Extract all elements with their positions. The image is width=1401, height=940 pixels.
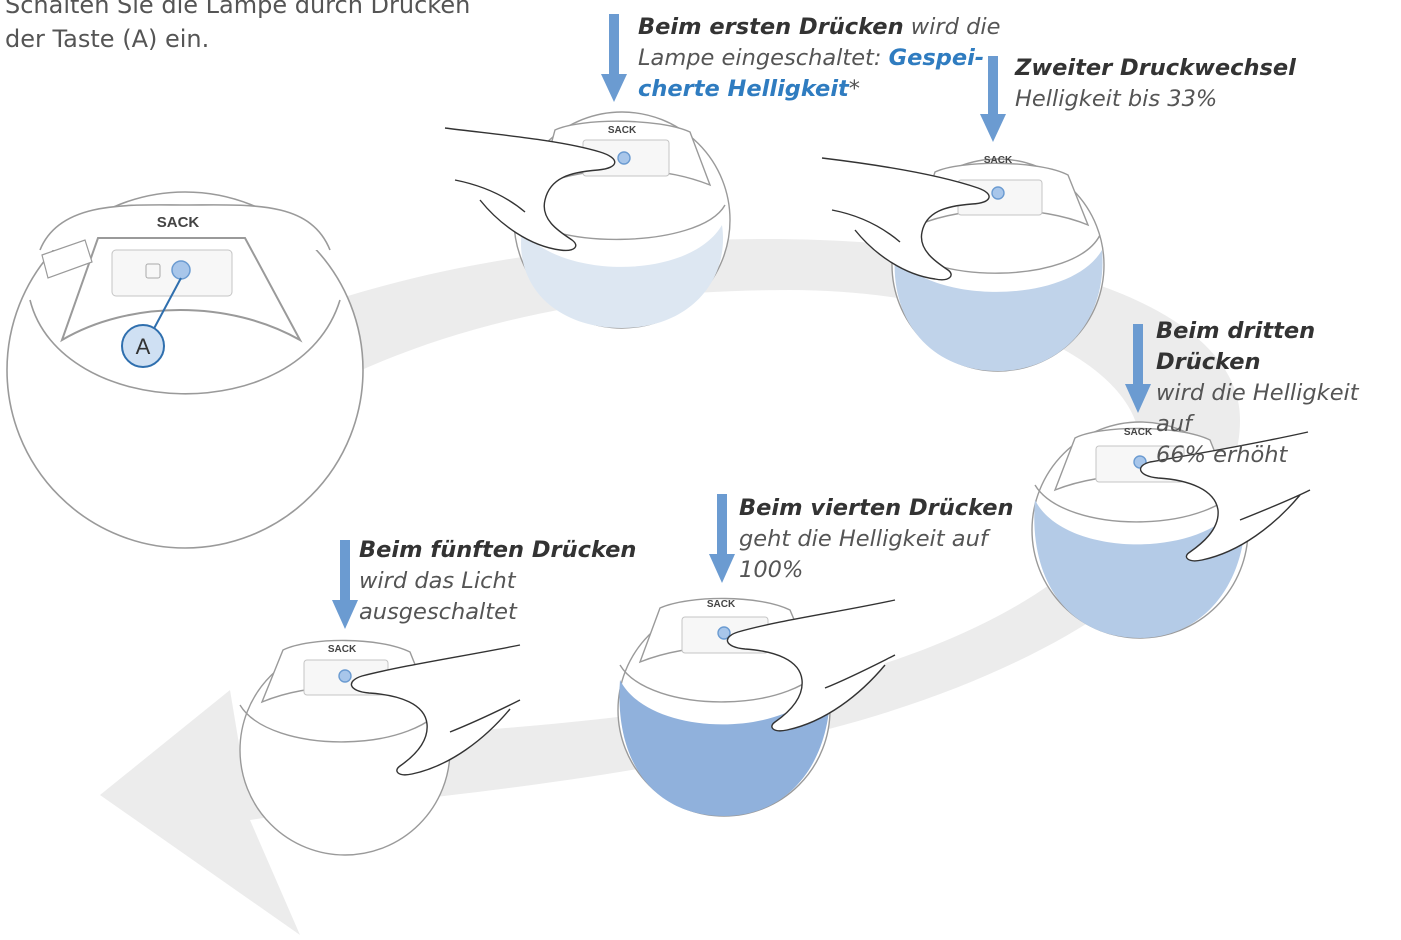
button-callout-label: A: [136, 334, 151, 359]
lamp-step-5-brand: SACK: [328, 644, 357, 655]
step-5-caption: Beim fünften Drücken wird das Licht ausg…: [359, 535, 636, 628]
step-4-head: Beim vierten Drücken: [739, 493, 1014, 524]
intro-line-1: Schalten Sie die Lampe durch Drücken: [5, 0, 470, 22]
lamp-step-2-brand: SACK: [984, 155, 1013, 166]
press-arrow-5-icon: [332, 540, 358, 629]
step-4-line3: 100%: [739, 555, 1014, 586]
step-2-line2: Helligkeit bis 33%: [1015, 84, 1296, 115]
step-1-star: *: [849, 76, 860, 102]
step-1-tail: wird die: [904, 14, 1001, 40]
lamp-step-1-brand: SACK: [608, 125, 637, 136]
lamp-brand-label: SACK: [157, 214, 200, 231]
step-3-caption: Beim dritten Drücken wird die Helligkeit…: [1156, 316, 1401, 471]
step-1-caption: Beim ersten Drücken wird die Lampe einge…: [638, 12, 1000, 105]
lamp-step-3-brand: SACK: [1124, 427, 1153, 438]
power-button-icon[interactable]: [172, 261, 190, 279]
step-3-head: Beim dritten Drücken: [1156, 316, 1401, 378]
step-3-line3: 66% erhöht: [1156, 440, 1401, 471]
step-5-line2: wird das Licht: [359, 566, 636, 597]
step-1-line2: Lampe eingeschaltet:: [638, 45, 889, 71]
step-2-caption: Zweiter Druckwechsel Helligkeit bis 33%: [1015, 53, 1296, 115]
lamp-step-4-brand: SACK: [707, 599, 736, 610]
step-5-line3: ausgeschaltet: [359, 597, 636, 628]
intro-text: Schalten Sie die Lampe durch Drücken der…: [5, 0, 470, 56]
step-3-line2: wird die Helligkeit auf: [1156, 378, 1401, 440]
press-arrow-1-icon: [601, 14, 627, 102]
press-arrow-4-icon: [709, 494, 735, 583]
step-1-highlight-1: Gespei-: [889, 45, 985, 71]
step-1-highlight-2: cherte Helligkeit: [638, 76, 849, 102]
intro-line-2: der Taste (A) ein.: [5, 22, 470, 56]
lamp-main: [7, 192, 363, 548]
step-4-line2: geht die Helligkeit auf: [739, 524, 1014, 555]
step-5-head: Beim fünften Drücken: [359, 535, 636, 566]
step-1-head: Beim ersten Drücken: [638, 14, 904, 40]
step-2-head: Zweiter Druckwechsel: [1015, 53, 1296, 84]
step-4-caption: Beim vierten Drücken geht die Helligkeit…: [739, 493, 1014, 586]
